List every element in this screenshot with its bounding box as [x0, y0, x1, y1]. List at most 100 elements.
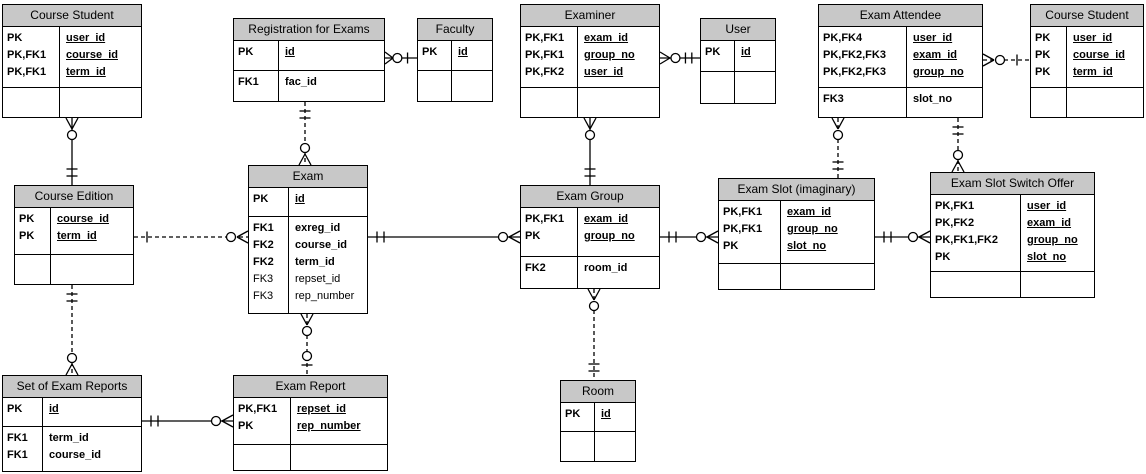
- entity-section: [701, 71, 775, 103]
- attribute-name: course_id: [1073, 49, 1125, 61]
- attribute-name: rep_number: [295, 290, 355, 302]
- attribute-name: term_id: [66, 66, 106, 78]
- attribute-name: id: [49, 403, 59, 415]
- attribute-name: group_no: [787, 223, 838, 235]
- attribute-column: exam_id group_no slot_no: [781, 201, 874, 263]
- attribute-name: slot_no: [787, 240, 827, 252]
- relationship-exam--exam-report: [300, 313, 314, 375]
- attribute-column: id: [452, 41, 492, 70]
- attribute-column: repset_id rep_number: [291, 398, 387, 444]
- entity-title: Course Student: [3, 5, 141, 27]
- key-label: PK,FK1: [7, 49, 47, 61]
- attribute-name: rep_number: [297, 420, 361, 432]
- key-column: [234, 445, 291, 470]
- entity-title: Registration for Exams: [234, 19, 384, 41]
- entity-section: [1031, 87, 1143, 117]
- attribute-name: repset_id: [295, 273, 341, 285]
- attribute-column: [1021, 272, 1094, 297]
- attribute-name: fac_id: [285, 76, 317, 88]
- key-column: [3, 88, 60, 117]
- attribute-name: exam_id: [584, 213, 629, 225]
- entity-section: [719, 263, 874, 289]
- key-label: FK2: [525, 262, 546, 274]
- key-label: PK: [565, 408, 581, 420]
- key-column: [521, 88, 578, 117]
- attribute-column: [291, 445, 387, 470]
- attribute-name: exam_id: [913, 49, 958, 61]
- key-label: PK: [723, 240, 739, 252]
- attribute-name: term_id: [1073, 66, 1113, 78]
- attribute-name: room_id: [584, 262, 628, 274]
- key-column: [15, 255, 51, 284]
- relationship-course-edition--set-of-exam-reports: [65, 285, 79, 376]
- key-column: [561, 432, 595, 461]
- relationship-course-edition--exam: [134, 230, 249, 244]
- entity-section: [234, 444, 387, 470]
- attribute-column: [735, 72, 775, 103]
- entity-title: Faculty: [418, 19, 492, 41]
- key-label: PK,FK2: [525, 66, 565, 78]
- attribute-column: id: [289, 188, 367, 216]
- key-label: PK,FK1: [525, 49, 565, 61]
- attribute-name: group_no: [913, 66, 964, 78]
- relationship-set-of-exam-reports--exam-report: [142, 414, 234, 428]
- key-label: PK: [19, 230, 35, 242]
- relationship-exam-group--room: [587, 288, 601, 380]
- attribute-name: group_no: [584, 230, 635, 242]
- key-label: PK: [935, 251, 951, 263]
- entity-section: [418, 70, 492, 101]
- attribute-name: slot_no: [913, 93, 953, 105]
- key-label: PK: [7, 403, 23, 415]
- key-label: PK,FK1: [723, 206, 763, 218]
- entity-title: Course Edition: [15, 186, 133, 208]
- entity-section: [521, 87, 659, 117]
- key-label: PK: [238, 420, 254, 432]
- key-label: PK: [705, 46, 721, 58]
- attribute-name: exam_id: [1027, 217, 1072, 229]
- attribute-name: term_id: [49, 432, 89, 444]
- attribute-column: [578, 88, 659, 117]
- attribute-column: [60, 88, 141, 117]
- key-label: PK: [422, 46, 438, 58]
- attribute-column: slot_no: [907, 88, 982, 117]
- attribute-name: term_id: [57, 230, 97, 242]
- key-label: PK: [19, 213, 35, 225]
- attribute-name: id: [458, 46, 468, 58]
- attribute-name: course_id: [295, 239, 347, 251]
- attribute-column: exam_id group_no: [578, 208, 659, 256]
- entity-title: Exam Report: [234, 376, 387, 398]
- attribute-name: repset_id: [297, 403, 346, 415]
- key-column: PK PK: [15, 208, 51, 254]
- attribute-name: id: [601, 408, 611, 420]
- key-label: PK,FK1: [238, 403, 278, 415]
- attribute-name: id: [295, 193, 305, 205]
- attribute-name: exam_id: [787, 206, 832, 218]
- attribute-column: id: [279, 41, 384, 70]
